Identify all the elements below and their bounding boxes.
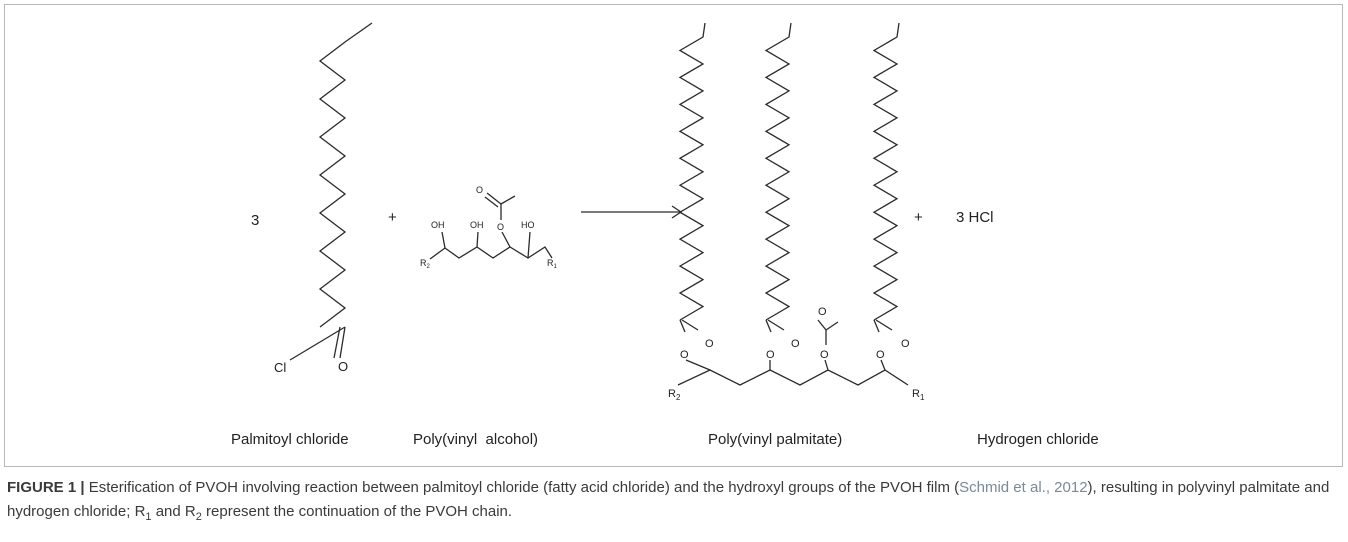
reactant-coefficient: 3 [251,212,259,229]
pvoh-ho3-bond [527,231,531,259]
atom-o-p1-ester: O [680,349,689,361]
pvoh-acetyl-co-2 [484,196,499,208]
atom-chlorine: Cl [274,360,286,375]
caption-text-3: and R [151,503,196,520]
caption-text-2: ), resulting in polyvinyl palmitate and … [7,479,1330,520]
atom-ho-3: HO [521,220,535,230]
atom-o-p3-carbonyl: O [818,306,827,318]
label-hydrogen-chloride: Hydrogen chloride [977,431,1099,448]
ester-link-1 [685,359,711,371]
atom-o-ester: O [497,222,504,232]
product-backbone-bond [677,369,909,386]
atom-o-p1-carbonyl: O [705,338,714,350]
acyl-co-bond-2 [333,326,341,359]
product-chain-1-bond [678,22,706,321]
atom-o-p2-ester: O [766,349,775,361]
caption-sub-1: 1 [145,511,152,523]
atom-o-p2-carbonyl: O [791,338,800,350]
product-chain-3-co-double [875,319,893,331]
product-chain-1-co-double [681,319,699,331]
atom-o-p4-carbonyl: O [901,338,910,350]
pvoh-acetyl-bond-2 [500,195,516,205]
product-chain-2-co-link [765,319,772,333]
acyl-cl-bond [289,326,346,361]
pvoh-acetyl-co-1 [486,192,502,205]
hcl-product: 3 HCl [956,209,994,226]
caption-text-4: represent the continuation of the PVOH c… [201,503,513,520]
figure-frame [4,4,1343,467]
caption-text-1: Esterification of PVOH involving reactio… [84,479,960,496]
pvoh-oh2-bond [476,231,479,248]
atom-oh-2: OH [470,220,484,230]
product-chain-3-co-link [873,319,880,333]
pvoh-oh1-bond [441,231,446,249]
product-chain-1-co-link [679,319,686,333]
figure-label: FIGURE 1 | [7,479,85,496]
bond-lines [289,22,909,386]
product-acetyl-bond-2 [825,321,839,331]
caption-sub-2: 2 [195,511,202,523]
atom-o-p4-ester: O [876,349,885,361]
atom-r2: R2 [420,258,431,270]
citation-link[interactable]: Schmid et al., 2012 [959,479,1088,496]
atom-r1: R1 [547,258,558,270]
label-palmitoyl-chloride: Palmitoyl chloride [231,431,349,448]
atom-oh-1: OH [431,220,445,230]
palmitoyl-chain-bond [318,22,373,328]
label-polyvinyl-alcohol: Poly(vinyl alcohol) [413,431,538,448]
reaction-scheme: 3 + + 3 HCl Cl O OH OH HO O O R2 R1 O O … [231,22,1099,448]
atom-r1-product: R1 [912,388,925,402]
product-chain-2-bond [764,22,792,321]
atom-o-carbonyl: O [476,185,483,195]
label-polyvinyl-palmitate: Poly(vinyl palmitate) [708,431,842,448]
ester-link-4 [880,359,886,371]
atom-r2-product: R2 [668,388,681,402]
pvoh-ester-bond [501,231,511,248]
atom-o-p3-ester: O [820,349,829,361]
product-chain-2-co-double [767,319,785,331]
pvoh-backbone-bond [429,246,553,260]
figure-caption: FIGURE 1 | Esterification of PVOH involv… [7,476,1337,529]
acyl-co-bond-1 [339,326,346,359]
ester-link-3 [824,359,829,371]
plus-sign-products: + [914,209,923,226]
product-chain-3-bond [872,22,900,321]
plus-sign-reactants: + [388,209,397,226]
atom-oxygen-carbonyl: O [338,359,348,374]
product-acetyl-co [817,319,827,331]
